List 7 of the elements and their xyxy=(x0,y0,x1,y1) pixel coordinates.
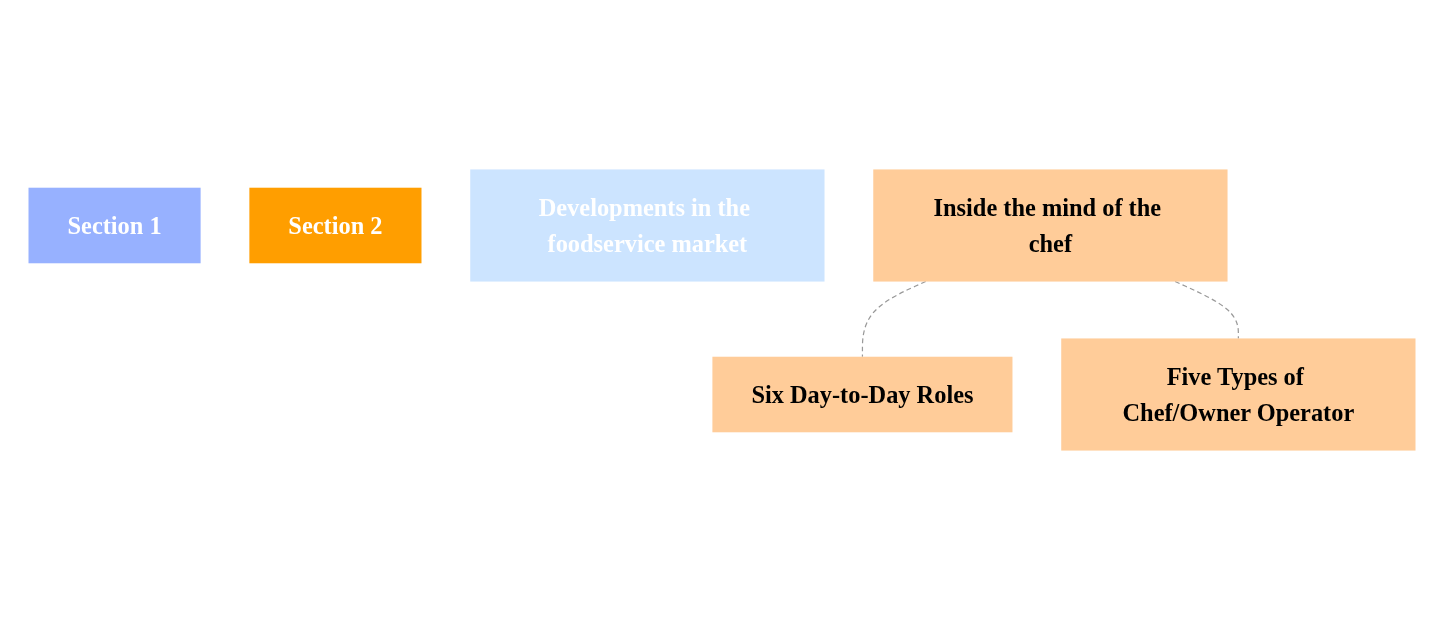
connector xyxy=(1174,280,1239,340)
connector xyxy=(861,280,926,358)
node-box: Five Types of Chef/Owner Operator xyxy=(1060,338,1415,451)
node-box: Six Day-to-Day Roles xyxy=(711,356,1012,433)
node-box: Section 2 xyxy=(248,187,421,264)
node-box: Inside the mind of the chef xyxy=(872,169,1228,282)
node-box: Section 1 xyxy=(28,187,201,264)
